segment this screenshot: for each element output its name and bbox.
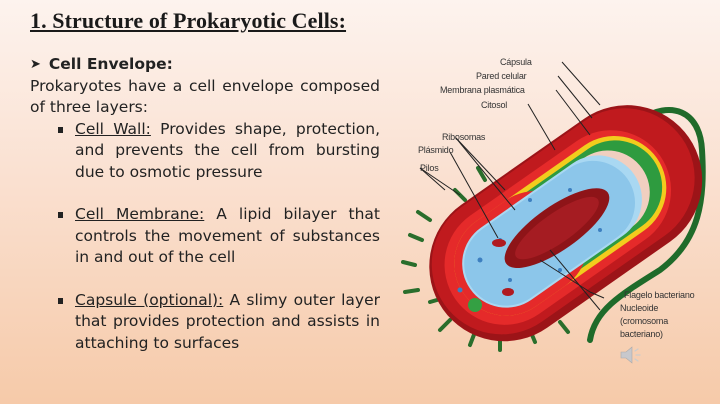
arrow-bullet-icon: ➤	[30, 57, 41, 72]
list-item-capsule: Capsule (optional): A slimy outer layer …	[58, 290, 380, 355]
square-bullet-icon	[58, 126, 63, 133]
list-item-cell-membrane: Cell Membrane: A lipid bilayer that cont…	[58, 204, 380, 269]
layer-list: Cell Wall: Provides shape, protection, a…	[30, 119, 380, 355]
label-nucleoide: Nucleoide	[620, 303, 659, 313]
label-capsula: Cápsula	[500, 57, 532, 67]
term: Cell Wall:	[75, 119, 151, 138]
intro-text: Prokaryotes have a cell envelope compose…	[30, 76, 380, 117]
slide-title: 1. Structure of Prokaryotic Cells:	[30, 8, 347, 33]
cell-envelope-section: ➤ Cell Envelope: Prokaryotes have a cell…	[30, 54, 380, 375]
label-nucleoide-line3: bacteriano)	[620, 329, 663, 339]
heading-text: Cell Envelope:	[48, 55, 173, 73]
speaker-icon[interactable]	[618, 342, 644, 368]
label-pilos: Pilos	[420, 163, 439, 173]
square-bullet-icon	[58, 212, 63, 218]
description: Provides shape, protection, and prevents…	[75, 119, 380, 181]
section-heading: ➤ Cell Envelope:	[30, 54, 380, 76]
term: Capsule (optional):	[75, 290, 224, 309]
label-membrana-plasmatica: Membrana plasmática	[440, 85, 525, 95]
square-bullet-icon	[58, 297, 63, 304]
list-item-cell-wall: Cell Wall: Provides shape, protection, a…	[58, 119, 380, 184]
label-citosol: Citosol	[481, 100, 508, 110]
description: A slimy outer layer that provides protec…	[75, 290, 380, 352]
label-pared-celular: Pared celular	[476, 71, 527, 81]
label-nucleoide-line2: (cromosoma	[620, 316, 669, 326]
term: Cell Membrane:	[75, 205, 205, 223]
prokaryotic-cell-diagram	[401, 61, 706, 352]
label-plasmido: Plásmido	[418, 145, 454, 155]
description: A lipid bilayer that controls the moveme…	[75, 205, 380, 266]
label-ribosomas: Ribosomas	[442, 132, 486, 142]
label-flagelo: Flagelo bacteriano	[624, 290, 695, 300]
